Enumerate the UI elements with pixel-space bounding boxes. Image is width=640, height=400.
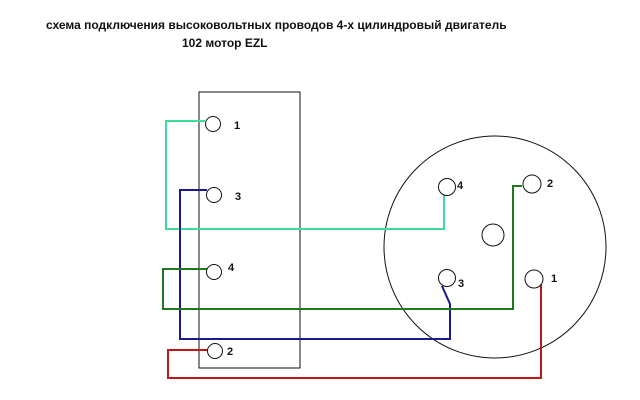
cap-terminal-label: 2	[547, 178, 553, 190]
wire-green	[162, 185, 522, 310]
coil-terminal-label: 1	[234, 120, 240, 132]
coil-terminal-label: 4	[228, 262, 235, 274]
coil-terminal-4: 4	[206, 262, 235, 280]
wire-teal	[165, 120, 445, 230]
coil-terminal-1: 1	[205, 116, 240, 132]
coil-terminal-3: 3	[206, 187, 241, 203]
coil-terminal-label: 2	[227, 346, 233, 358]
cap-terminal-3: 3	[438, 269, 464, 290]
coil-terminal-2: 2	[207, 343, 233, 359]
distributor-cap	[383, 135, 607, 359]
diagram-title: схема подключения высоковольтных проводо…	[46, 18, 507, 32]
cap-terminal-label: 4	[457, 180, 464, 192]
center-terminal	[481, 223, 505, 247]
coil-terminal-label: 3	[235, 191, 241, 203]
cap-terminal-4: 4	[438, 178, 464, 196]
diagram-subtitle: 102 мотор EZL	[182, 36, 268, 50]
cap-terminal-1: 1	[524, 269, 557, 289]
wire-navy	[179, 189, 451, 340]
wire-red	[167, 284, 542, 379]
cap-terminal-2: 2	[522, 174, 553, 194]
cap-terminal-label: 1	[551, 273, 557, 285]
cap-terminal-label: 3	[458, 278, 464, 290]
